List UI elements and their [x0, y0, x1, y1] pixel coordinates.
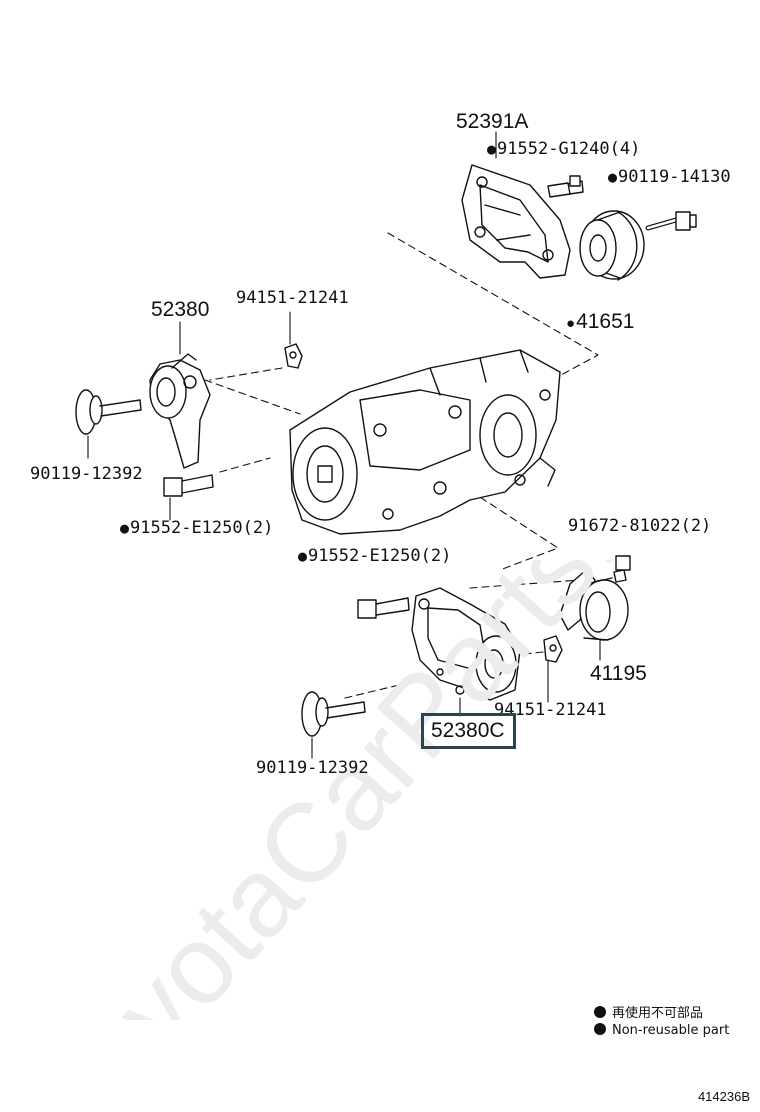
nut-94151-upper	[284, 343, 303, 369]
label-91552-E1250-middle: 91552-E1250(2)	[298, 546, 451, 566]
label-94151-21241-lower: 94151-21241	[494, 700, 607, 720]
non-reusable-bullet-icon	[594, 1006, 606, 1018]
bracket-52391A	[461, 164, 571, 279]
mount-41195	[559, 569, 629, 641]
bolt-91552-E1250-middle	[357, 597, 410, 619]
bolt-91672-81022	[613, 555, 631, 583]
label-91672-81022: 91672-81022(2)	[568, 516, 712, 536]
label-94151-21241-upper: 94151-21241	[236, 288, 349, 308]
label-91552-E1250-left: 91552-E1250(2)	[120, 518, 273, 538]
bracket-52380C	[411, 587, 521, 701]
non-reusable-bullet-icon	[594, 1023, 606, 1035]
bolt-90119-12392-left	[75, 389, 142, 435]
legend-text-english: Non-reusable part	[612, 1023, 730, 1038]
label-90119-14130: 90119-14130	[608, 167, 731, 187]
nut-94151-lower	[543, 635, 563, 663]
bolt-91552-G1240	[547, 175, 584, 198]
mount-41651	[579, 210, 645, 281]
label-41651: 41651	[566, 310, 634, 334]
label-90119-12392-left: 90119-12392	[30, 464, 143, 484]
bolt-90119-12392-lower	[301, 691, 366, 737]
legend-line-japanese: 再使用不可部品	[594, 1002, 703, 1021]
label-41195: 41195	[590, 662, 647, 685]
legend-line-english: Non-reusable part	[594, 1023, 729, 1038]
legend-text-japanese: 再使用不可部品	[612, 1006, 704, 1021]
bolt-90119-14130	[645, 211, 697, 231]
bracket-52380	[149, 353, 211, 469]
transfer-case-housing	[289, 349, 561, 535]
label-90119-12392-lower: 90119-12392	[256, 758, 369, 778]
label-52380: 52380	[151, 298, 210, 321]
label-52380C: 52380C	[431, 719, 505, 742]
highlight-box-52380C	[421, 713, 516, 749]
bolt-91552-E1250-left	[163, 474, 214, 497]
label-91552-G1240: 91552-G1240(4)	[487, 139, 640, 159]
label-52391A: 52391A	[456, 110, 529, 133]
drawing-code: 414236B	[697, 1089, 750, 1104]
